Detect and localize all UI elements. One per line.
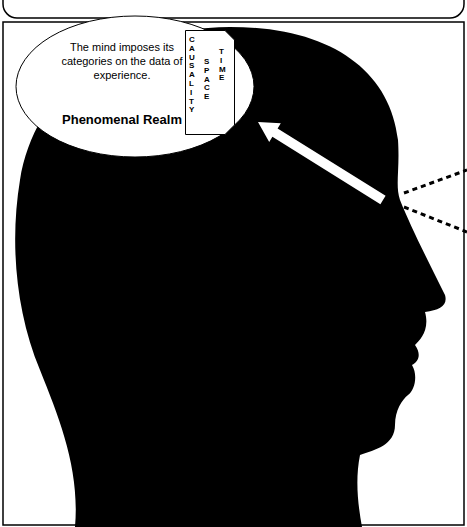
tag-path [186, 31, 235, 135]
ellipse-path [16, 16, 254, 157]
category-column: CAUSALITY [189, 36, 193, 115]
dotted-sight-line [404, 207, 467, 232]
category-column: TIME [219, 48, 223, 83]
upper-frame [3, 0, 464, 18]
categories-tag: CAUSALITY SPACE TIME [185, 30, 235, 135]
note-text: The mind imposes its categories on the d… [53, 40, 191, 82]
realm-title: Phenomenal Realm [53, 112, 191, 128]
thought-ellipse: The mind imposes its categories on the d… [15, 15, 255, 158]
category-column: SPACE [204, 58, 208, 102]
perception-arrow [258, 122, 386, 204]
dotted-sight-line [404, 170, 467, 193]
